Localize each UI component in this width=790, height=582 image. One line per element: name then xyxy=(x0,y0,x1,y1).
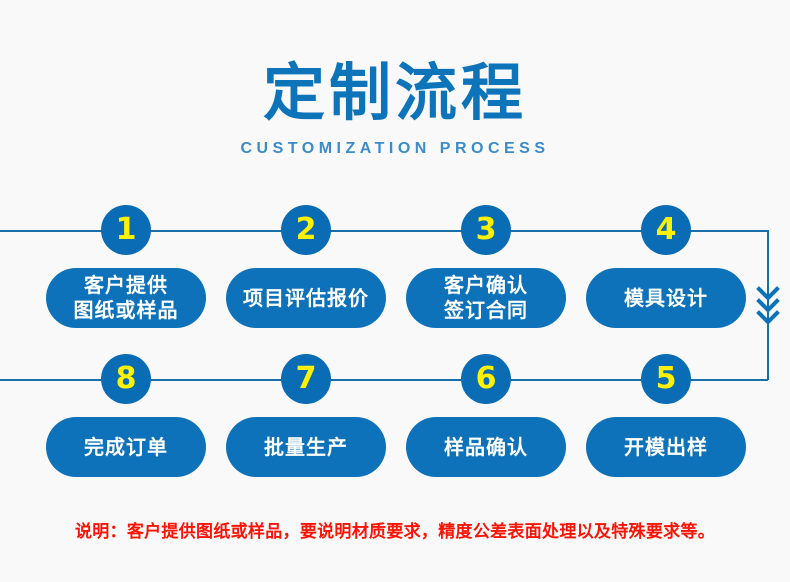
step-number-badge: 1 xyxy=(101,205,151,255)
page-title: 定制流程 xyxy=(262,56,527,129)
step-number-badge: 3 xyxy=(461,205,511,255)
step-label-pill[interactable]: 模具设计 xyxy=(586,268,746,328)
step-number-badge: 4 xyxy=(641,205,691,255)
footer-note: 说明：客户提供图纸或样品，要说明材质要求，精度公差表面处理以及特殊要求等。 xyxy=(74,522,716,542)
double-chevron-down-icon xyxy=(755,285,781,327)
step-label-text: 开模出样 xyxy=(624,434,708,459)
step-label-pill[interactable]: 批量生产 xyxy=(226,417,386,477)
step-label-pill[interactable]: 客户提供 图纸或样品 xyxy=(46,268,206,328)
step-label-pill[interactable]: 完成订单 xyxy=(46,417,206,477)
step-label-pill[interactable]: 项目评估报价 xyxy=(226,268,386,328)
step-label-text: 项目评估报价 xyxy=(243,285,369,310)
page-header: 定制流程 CUSTOMIZATION PROCESS xyxy=(0,58,790,158)
step-label-text: 模具设计 xyxy=(624,285,708,310)
connector-line-row-bottom xyxy=(0,379,768,381)
step-number-badge: 7 xyxy=(281,354,331,404)
step-label-text: 客户提供 图纸或样品 xyxy=(73,273,179,322)
connector-line-vertical-right xyxy=(767,230,769,380)
step-label-text: 客户确认 签订合同 xyxy=(444,273,528,322)
step-label-pill[interactable]: 开模出样 xyxy=(586,417,746,477)
page-subtitle: CUSTOMIZATION PROCESS xyxy=(240,140,550,157)
step-label-text: 样品确认 xyxy=(444,434,528,459)
step-label-pill[interactable]: 样品确认 xyxy=(406,417,566,477)
step-number-badge: 5 xyxy=(641,354,691,404)
step-label-text: 批量生产 xyxy=(264,434,348,459)
step-label-pill[interactable]: 客户确认 签订合同 xyxy=(406,268,566,328)
connector-line-row-top xyxy=(0,230,768,232)
step-label-text: 完成订单 xyxy=(84,434,168,459)
step-number-badge: 2 xyxy=(281,205,331,255)
step-number-badge: 6 xyxy=(461,354,511,404)
step-number-badge: 8 xyxy=(101,354,151,404)
